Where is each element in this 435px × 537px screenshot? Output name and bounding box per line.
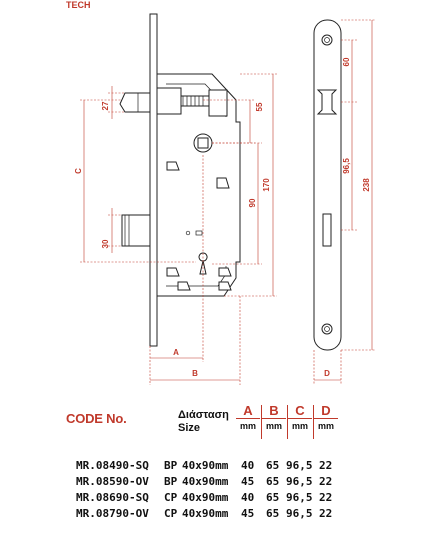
row-d: 22	[319, 475, 333, 488]
row-a: 45	[241, 475, 255, 488]
row-size: 40x90mm	[182, 491, 229, 504]
column-c-letter: C	[295, 403, 305, 418]
row-code: MR.08790-OV	[76, 507, 149, 520]
row-size: 40x90mm	[182, 459, 229, 472]
row-c: 96,5	[286, 491, 313, 504]
label-55: 55	[255, 102, 264, 111]
row-d: 22	[319, 459, 333, 472]
row-a: 40	[241, 459, 255, 472]
latch-bolt	[119, 92, 151, 113]
column-a-letter: A	[243, 403, 253, 418]
label-96-5: 96,5	[342, 158, 351, 174]
row-b: 65	[266, 507, 280, 520]
label-60: 60	[342, 57, 351, 66]
dimension-lines	[80, 19, 376, 385]
column-a-unit: mm	[236, 418, 260, 433]
screw-hole-bottom	[321, 323, 333, 335]
label-238: 238	[362, 178, 371, 192]
dimension-labels: 27 55 170 90 30 C A B D 60 96,5 238	[74, 57, 371, 378]
column-b-unit: mm	[262, 418, 286, 433]
row-finish: CP	[164, 507, 178, 520]
row-finish: CP	[164, 491, 178, 504]
dimension-label-size: Size	[178, 422, 201, 434]
label-a: A	[173, 348, 179, 357]
label-90: 90	[248, 198, 257, 207]
spec-table: CODE No. Διάσταση Size A mm B mm C mm D …	[0, 395, 435, 537]
column-a: A mm	[236, 403, 260, 433]
column-divider	[313, 405, 314, 439]
latch-housing	[156, 87, 182, 115]
latch-lever	[208, 89, 228, 117]
row-code: MR.08490-SQ	[76, 459, 149, 472]
column-c: C mm	[288, 403, 312, 433]
row-a: 45	[241, 507, 255, 520]
row-d: 22	[319, 507, 333, 520]
label-c: C	[74, 168, 83, 174]
column-d-letter: D	[321, 403, 331, 418]
screw-hole-top	[321, 34, 333, 46]
row-size: 40x90mm	[182, 475, 229, 488]
row-d: 22	[319, 491, 333, 504]
row-c: 96,5	[286, 459, 313, 472]
column-b: B mm	[262, 403, 286, 433]
handle-follower-square	[197, 137, 209, 149]
faceplate-front	[313, 19, 342, 351]
row-b: 65	[266, 475, 280, 488]
row-code: MR.08590-OV	[76, 475, 149, 488]
column-b-letter: B	[269, 403, 279, 418]
column-c-unit: mm	[288, 418, 312, 433]
column-d-unit: mm	[314, 418, 338, 433]
row-a: 40	[241, 491, 255, 504]
faceplate-front-view	[313, 19, 342, 351]
label-170: 170	[262, 178, 271, 192]
latch-opening	[316, 89, 338, 115]
label-d: D	[324, 369, 330, 378]
lock-body-side-view	[119, 13, 241, 347]
label-27: 27	[101, 101, 110, 110]
row-size: 40x90mm	[182, 507, 229, 520]
row-finish: BP	[164, 475, 178, 488]
label-30: 30	[101, 239, 110, 248]
row-code: MR.08690-SQ	[76, 491, 149, 504]
row-c: 96,5	[286, 507, 313, 520]
row-b: 65	[266, 459, 280, 472]
rivets	[166, 161, 232, 291]
dimension-label: Διάσταση Size	[178, 409, 229, 435]
bolt-opening	[322, 213, 332, 247]
faceplate-side	[149, 13, 158, 347]
column-d: D mm	[314, 403, 338, 433]
header-title: TECH	[66, 0, 91, 10]
dead-bolt	[121, 214, 151, 247]
column-divider	[287, 405, 288, 439]
row-finish: BP	[164, 459, 178, 472]
column-divider	[261, 405, 262, 439]
label-b: B	[192, 369, 198, 378]
code-title: CODE No.	[66, 411, 127, 426]
lock-technical-drawing: 27 55 170 90 30 C A B D 60 96,5 238	[74, 13, 376, 385]
dimension-label-greek: Διάσταση	[178, 409, 229, 421]
lock-case	[156, 73, 241, 297]
row-c: 96,5	[286, 475, 313, 488]
row-b: 65	[266, 491, 280, 504]
